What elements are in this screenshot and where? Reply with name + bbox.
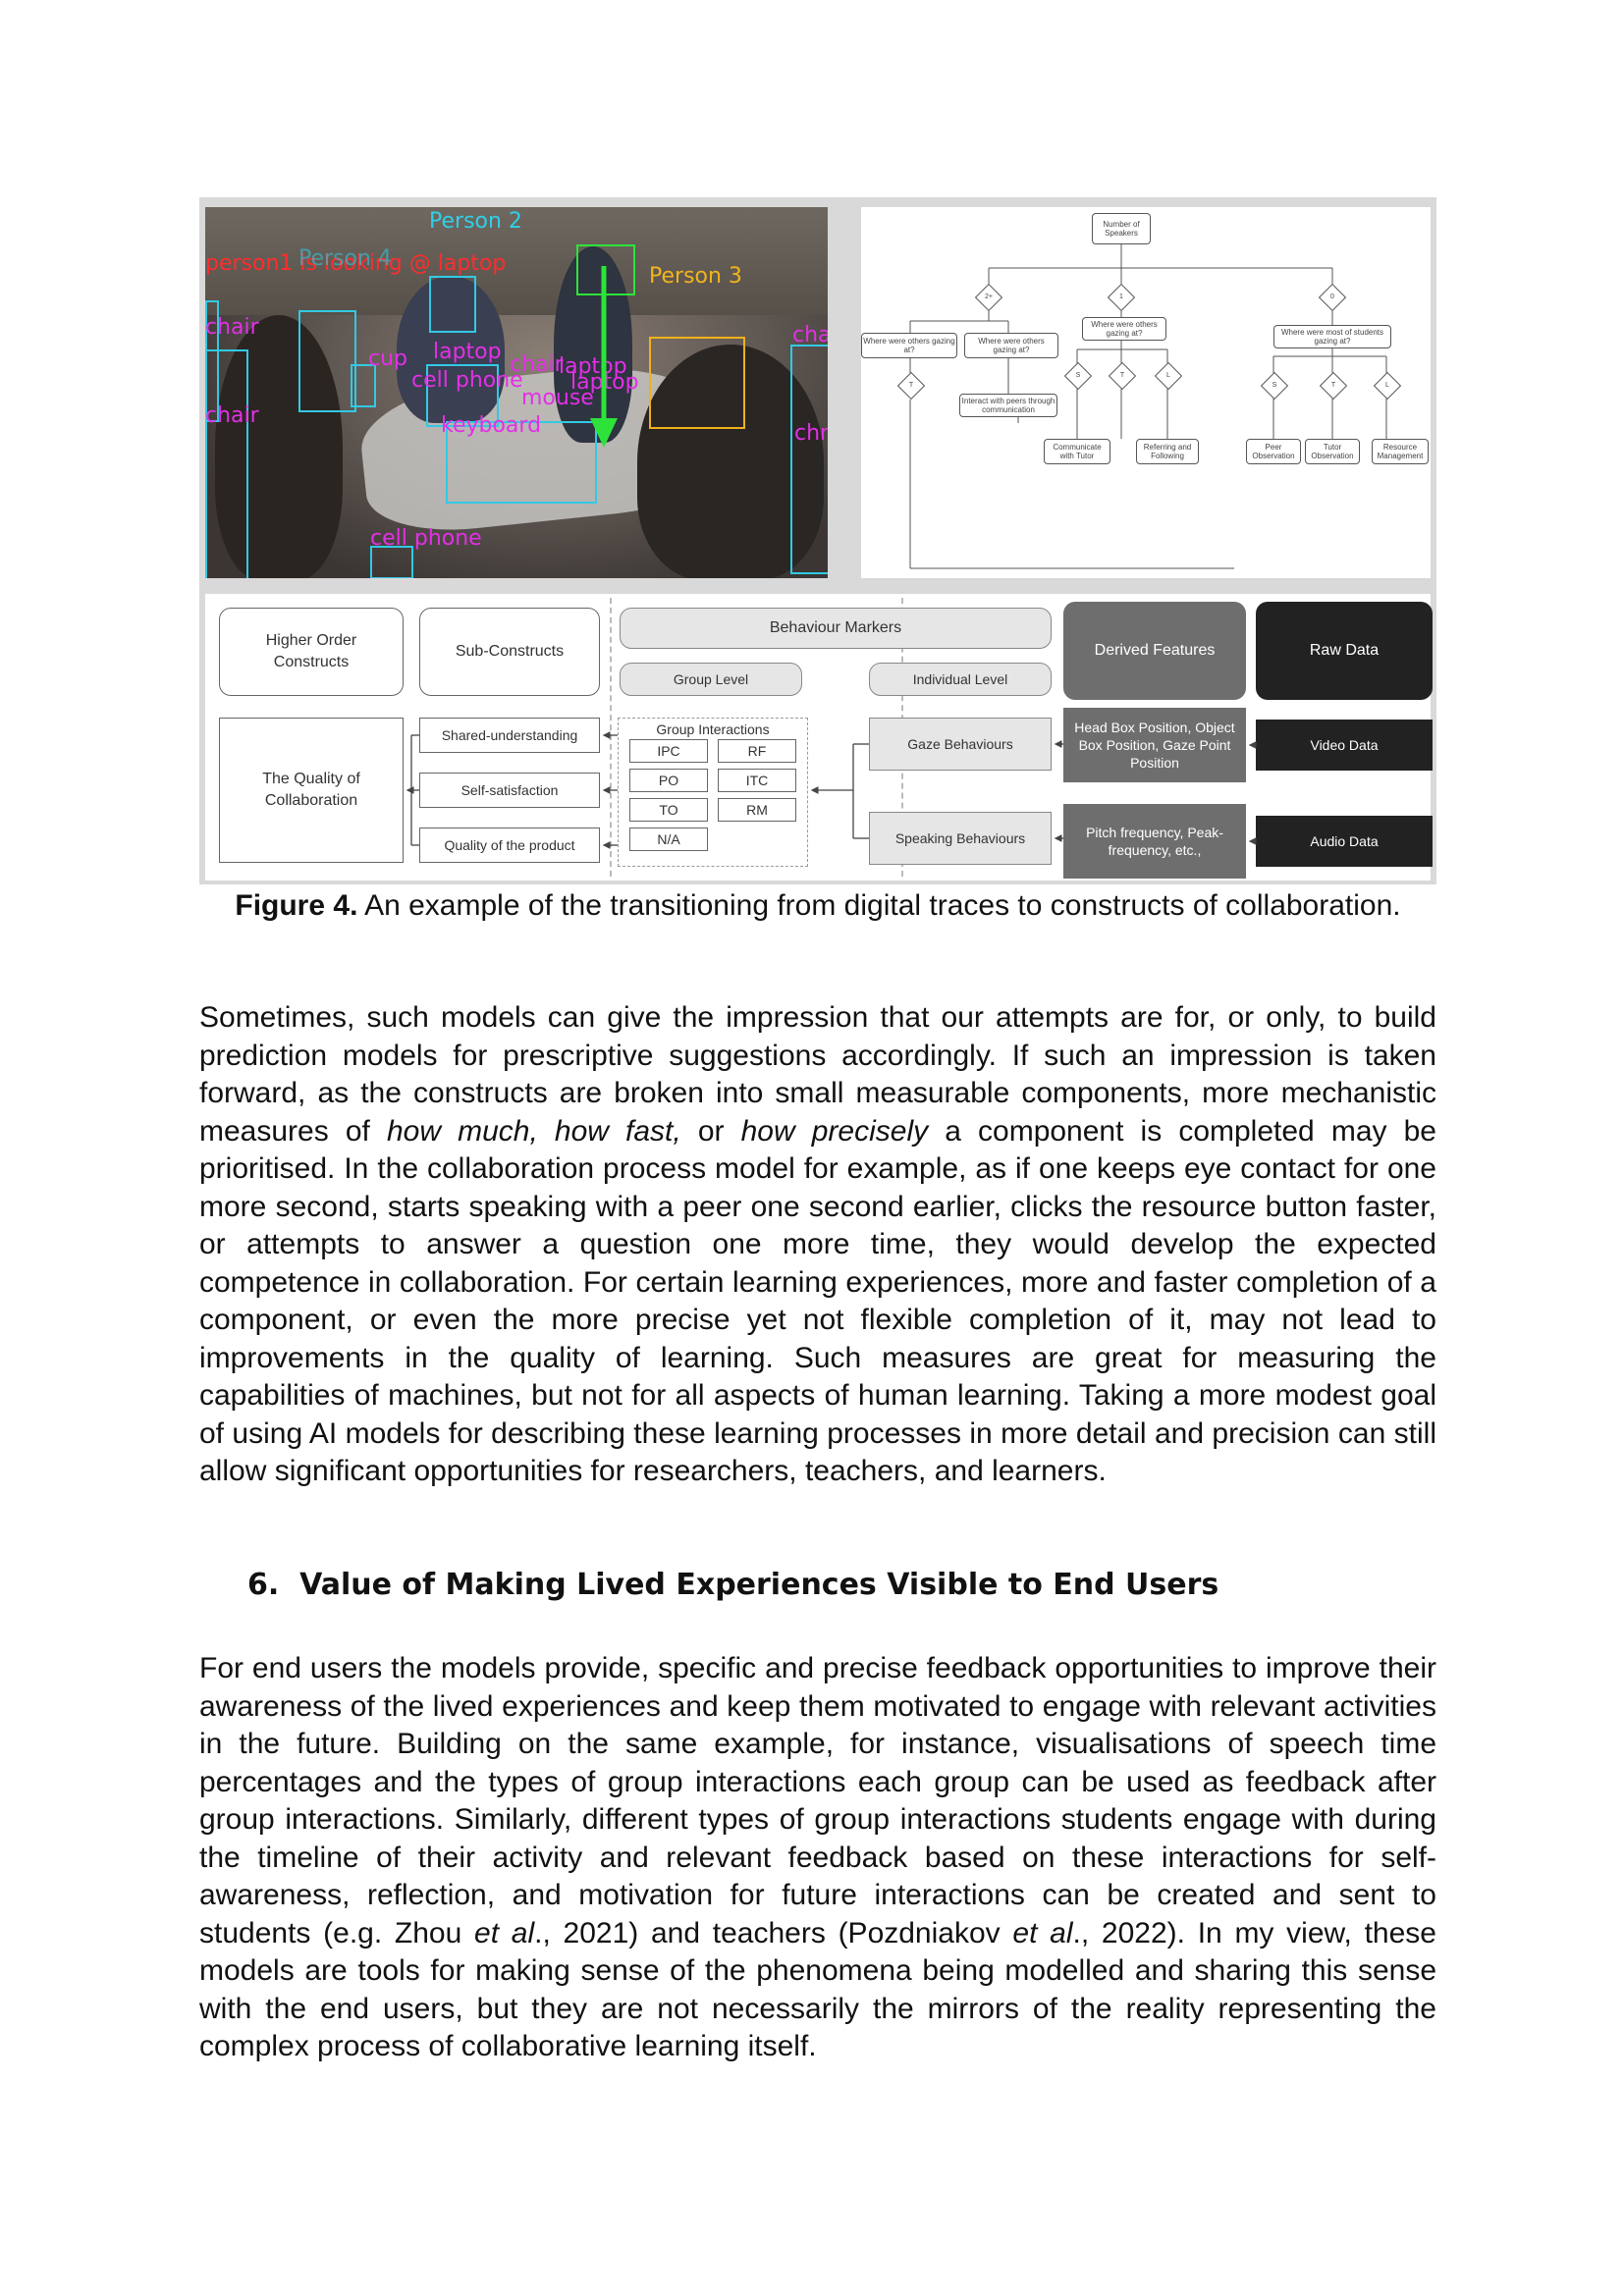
label-chair2: chair <box>205 403 259 428</box>
caption-text: An example of the transitioning from dig… <box>357 889 1401 922</box>
bbox-person2 <box>429 276 476 333</box>
quality-of-collaboration: The Quality of Collaboration <box>219 718 404 863</box>
flow-where-most: Where were most of students gazing at? <box>1273 325 1391 348</box>
photo-wall <box>205 207 828 315</box>
self-satisfaction: Self-satisfaction <box>419 773 600 808</box>
code-itc: ITC <box>718 769 796 792</box>
flow-where-others-3: Where were others gazing at? <box>1082 317 1166 341</box>
group-interactions-label: Group Interactions <box>656 721 770 737</box>
flow-resource-management: Resource Management <box>1372 439 1429 464</box>
higher-order-constructs: Higher Order Constructs <box>219 608 404 696</box>
behaviour-markers-header: Behaviour Markers <box>620 608 1052 649</box>
label-person2: Person 2 <box>429 209 522 234</box>
label-keyboard: keyboard <box>441 413 542 438</box>
gaze-behaviours: Gaze Behaviours <box>869 718 1052 771</box>
figure-caption: Figure 4. An example of the transitionin… <box>199 887 1436 925</box>
flow-where-others-2: Where were others gazing at? <box>964 333 1058 358</box>
speech-derived-features: Pitch frequency, Peak-frequency, etc., <box>1063 804 1246 879</box>
label-chair5: chr <box>794 421 828 446</box>
photo-person-mid <box>397 276 505 423</box>
paragraph-1: Sometimes, such models can give the impr… <box>199 1001 1436 1487</box>
label-cup: cup <box>368 347 408 371</box>
label-person3: Person 3 <box>649 264 742 289</box>
figure-4: Person 2 person1 is looking @ laptop Per… <box>199 197 1436 884</box>
code-ipc: IPC <box>629 739 708 763</box>
code-to: TO <box>629 798 708 822</box>
raw-data-header: Raw Data <box>1256 602 1433 700</box>
gaze-line <box>590 266 618 448</box>
divider-1 <box>610 598 612 877</box>
shared-understanding: Shared-understanding <box>419 718 600 753</box>
label-laptop2: laptop <box>559 354 627 379</box>
label-person1-looking: person1 is looking @ laptop <box>205 251 507 276</box>
bbox-laptop-center <box>426 364 499 427</box>
photo-person-left <box>215 315 343 578</box>
photo-person-standing <box>554 246 632 443</box>
flow-referring-following: Referring and Following <box>1136 439 1199 464</box>
caption-label: Figure 4. <box>235 889 358 922</box>
label-person4: Person 4 <box>298 246 392 271</box>
bbox-person3 <box>649 337 745 429</box>
code-po: PO <box>629 769 708 792</box>
flow-interact-peers: Interact with peers through communicatio… <box>959 394 1057 417</box>
bbox-cup <box>351 364 376 407</box>
bbox-chair-left2 <box>205 349 248 578</box>
photo-person-right <box>637 345 824 578</box>
bbox-cellphone <box>370 546 413 578</box>
gaze-flowchart: Number of Speakers 2+ 1 0 Where were oth… <box>861 207 1431 578</box>
video-data: Video Data <box>1256 720 1433 771</box>
label-chair1: chair <box>205 315 259 340</box>
label-chair3: chair <box>510 352 564 377</box>
label-chair4: cha <box>792 323 828 347</box>
paragraph-2: For end users the models provide, specif… <box>199 1652 1436 2062</box>
label-cellphone-overlap: cell phone <box>411 368 523 393</box>
audio-data: Audio Data <box>1256 816 1433 867</box>
bbox-chair-right <box>790 345 828 574</box>
derived-features-header: Derived Features <box>1063 602 1246 700</box>
speaking-behaviours: Speaking Behaviours <box>869 812 1052 865</box>
classroom-detection-photo: Person 2 person1 is looking @ laptop Per… <box>205 207 828 578</box>
bbox-person4 <box>298 310 356 412</box>
flow-where-others-1: Where were others gazing at? <box>861 333 957 358</box>
label-laptop1: laptop <box>433 340 502 364</box>
section-heading: 6. Value of Making Lived Experiences Vis… <box>247 1568 1219 1602</box>
flow-number-of-speakers: Number of Speakers <box>1092 213 1151 244</box>
bbox-keyboard <box>446 421 597 504</box>
label-mouse: mouse <box>521 386 594 410</box>
flowchart-connectors <box>909 244 1387 569</box>
sub-constructs-header: Sub-Constructs <box>419 608 600 696</box>
flow-tutor-observation: Tutor Observation <box>1305 439 1360 464</box>
flow-communicate-tutor: Communicate with Tutor <box>1044 439 1110 464</box>
label-cell-phone: cell phone <box>370 526 482 551</box>
individual-level-header: Individual Level <box>869 663 1052 696</box>
constructs-arrows <box>406 731 1257 849</box>
constructs-diagram: Higher Order Constructs Sub-Constructs B… <box>205 594 1433 881</box>
code-na: N/A <box>629 828 708 851</box>
quality-of-the-product: Quality of the product <box>419 828 600 863</box>
gaze-derived-features: Head Box Position, Object Box Position, … <box>1063 708 1246 782</box>
flow-peer-observation: Peer Observation <box>1246 439 1301 464</box>
code-rm: RM <box>718 798 796 822</box>
group-level-header: Group Level <box>620 663 802 696</box>
code-rf: RF <box>718 739 796 763</box>
